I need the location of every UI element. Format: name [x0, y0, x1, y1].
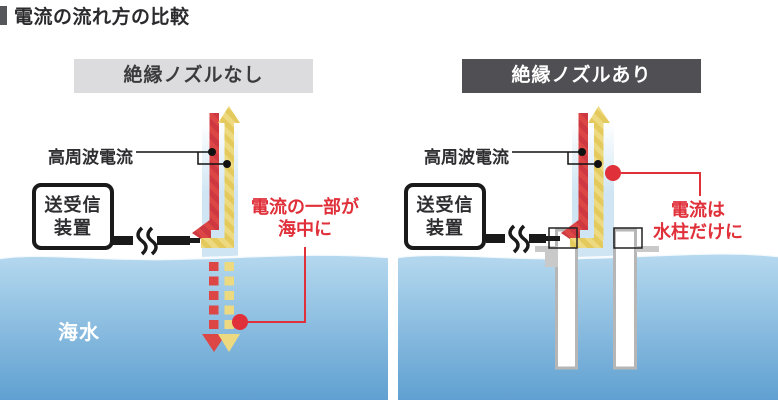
column-point-dot [605, 165, 621, 181]
right-transceiver-box: 送受信 装置 [404, 183, 486, 250]
page-title: 電流の流れ方の比較 [14, 7, 190, 28]
left-annotation-line1: 電流の一部が [251, 197, 359, 217]
sea-label: 海水 [58, 322, 100, 344]
leakage-dashes-red [202, 262, 226, 352]
sea-water-left [0, 254, 388, 400]
left-transceiver-box: 送受信 装置 [32, 183, 114, 250]
right-diagram [397, 106, 778, 400]
hf-connector-left [136, 148, 231, 168]
yellow-current-arrow-left [201, 106, 240, 248]
nozzle-clamp-left [548, 227, 578, 249]
yellow-current-arrow-right [570, 106, 610, 248]
nozzle-flange-right [636, 246, 659, 252]
insulating-nozzle-left-tube [555, 228, 578, 370]
left-transceiver-label-line1: 送受信 [44, 194, 102, 215]
sea-surface-line-left [0, 253, 389, 261]
left-transceiver-label-line2: 装置 [54, 217, 92, 238]
right-transceiver-label-line1: 送受信 [416, 194, 474, 215]
right-annotation: 電流は 水柱だけに [633, 199, 763, 243]
cable-break-left [133, 226, 158, 256]
left-hf-current-label: 高周波電流 [48, 148, 133, 167]
insulating-nozzle-right-tube [613, 228, 637, 370]
leakage-dashes-yellow [218, 262, 240, 352]
nozzle-flange-left [535, 246, 558, 252]
right-panel-header: 絶縁ノズルあり [462, 59, 701, 93]
hf-connector-right [512, 148, 602, 168]
sea-water-right [398, 253, 778, 400]
nozzle-clamp-right [613, 227, 643, 249]
right-annotation-line2: 水柱だけに [653, 222, 743, 242]
annotation-connector-right [621, 172, 701, 196]
nozzle-support-left [545, 250, 558, 267]
cable-break-right [505, 224, 530, 254]
right-transceiver-label-line2: 装置 [426, 217, 464, 238]
left-panel-header: 絶縁ノズルなし [74, 59, 313, 93]
left-annotation-line2: 海中に [278, 219, 332, 239]
right-hf-current-label: 高周波電流 [424, 148, 509, 167]
left-annotation: 電流の一部が 海中に [240, 196, 370, 240]
title-accent-bar [0, 6, 7, 25]
right-annotation-line1: 電流は [671, 200, 725, 220]
sea-surface-line-right [397, 252, 778, 260]
left-diagram [0, 106, 389, 400]
annotation-connector-left [247, 247, 306, 323]
leak-point-dot [232, 314, 248, 330]
page-title-row: 電流の流れ方の比較 [0, 2, 190, 29]
